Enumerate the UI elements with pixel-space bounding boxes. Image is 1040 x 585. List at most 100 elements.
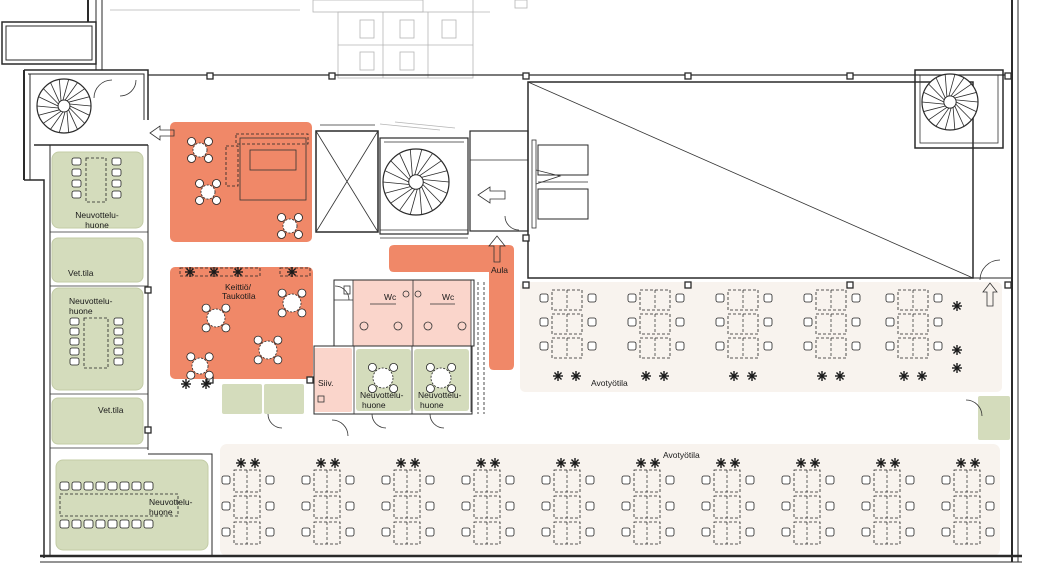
chair bbox=[345, 501, 355, 511]
chair bbox=[825, 501, 835, 511]
plant-icon bbox=[556, 458, 566, 468]
arrow-left-icon bbox=[477, 186, 506, 204]
column bbox=[144, 426, 152, 434]
plant-icon bbox=[952, 363, 962, 373]
round-table-layer bbox=[186, 137, 457, 394]
stair-step bbox=[69, 107, 85, 124]
round-chair bbox=[367, 384, 377, 394]
desk-layer bbox=[233, 289, 981, 545]
stair-step bbox=[421, 170, 448, 178]
round-chair bbox=[221, 303, 231, 313]
plant-icon bbox=[476, 458, 486, 468]
arrow-up-icon bbox=[982, 282, 998, 307]
direction-arrow-layer bbox=[149, 125, 998, 307]
stair-step bbox=[58, 111, 66, 133]
round-chair bbox=[187, 154, 196, 163]
chair bbox=[541, 475, 551, 485]
round-chair bbox=[277, 213, 286, 222]
plant-leaf bbox=[956, 301, 962, 307]
stair-step bbox=[944, 107, 952, 130]
room-label-lobby: Aula bbox=[491, 265, 508, 275]
round-chair bbox=[447, 384, 457, 394]
plant-leaf bbox=[814, 458, 820, 464]
chair bbox=[461, 501, 471, 511]
column bbox=[1004, 72, 1012, 80]
chair bbox=[941, 527, 951, 537]
plant-icon bbox=[490, 458, 500, 468]
chair bbox=[851, 341, 861, 351]
plant-layer bbox=[181, 267, 980, 468]
room-label-meeting-3: Neuvottelu-huone bbox=[149, 497, 193, 517]
chair bbox=[425, 501, 435, 511]
chair bbox=[71, 190, 82, 199]
stair-step bbox=[955, 99, 979, 103]
chair bbox=[675, 317, 685, 327]
stair-step bbox=[36, 105, 59, 109]
plant-icon bbox=[233, 267, 243, 277]
stair-step bbox=[928, 83, 945, 101]
chair bbox=[587, 293, 597, 303]
stair-step bbox=[384, 170, 409, 183]
round-chair bbox=[204, 352, 214, 362]
chair bbox=[71, 481, 82, 491]
chair bbox=[825, 527, 835, 537]
chair bbox=[131, 519, 142, 529]
plant-leaf bbox=[237, 267, 243, 273]
chair bbox=[941, 501, 951, 511]
chair bbox=[69, 327, 80, 336]
room-label-wc-1: Wc bbox=[384, 292, 397, 302]
plant-icon bbox=[716, 458, 726, 468]
room-label-meeting-2: Neuvottelu-huone bbox=[69, 296, 113, 316]
chair bbox=[933, 293, 943, 303]
plant-leaf bbox=[254, 458, 260, 464]
chair bbox=[265, 501, 275, 511]
column bbox=[522, 234, 530, 242]
round-chair bbox=[277, 230, 286, 239]
chair bbox=[905, 527, 915, 537]
chair bbox=[301, 475, 311, 485]
plant-leaf bbox=[751, 371, 757, 377]
room-label-meeting-5: Neuvottelu-huone bbox=[418, 390, 462, 410]
round-table bbox=[191, 357, 209, 375]
chair bbox=[781, 501, 791, 511]
meeting-room-3-zone bbox=[55, 459, 209, 551]
round-chair bbox=[297, 288, 307, 298]
plant-icon bbox=[201, 379, 211, 389]
chair bbox=[425, 527, 435, 537]
chair bbox=[113, 357, 124, 366]
chair bbox=[985, 475, 995, 485]
stair-step bbox=[954, 105, 965, 127]
chair bbox=[587, 317, 597, 327]
plant-leaf bbox=[903, 371, 909, 377]
plant-leaf bbox=[560, 458, 566, 464]
chair bbox=[381, 527, 391, 537]
plant-leaf bbox=[894, 458, 900, 464]
room-label-open-office-2: Avotyötila bbox=[663, 450, 700, 460]
plant-leaf bbox=[185, 379, 191, 385]
round-chair bbox=[389, 362, 399, 372]
stair-step bbox=[58, 79, 62, 101]
round-chair bbox=[294, 230, 303, 239]
stair-step bbox=[50, 111, 64, 130]
stair-step bbox=[952, 83, 972, 97]
chair bbox=[113, 347, 124, 356]
plant-leaf bbox=[839, 371, 845, 377]
round-table bbox=[258, 340, 278, 360]
chair bbox=[627, 293, 637, 303]
room-label-kitchen: Keittiö/Taukotila bbox=[222, 282, 256, 301]
plant-icon bbox=[659, 371, 669, 381]
stair-step bbox=[928, 107, 948, 121]
chair bbox=[119, 519, 130, 529]
plant-icon bbox=[952, 345, 962, 355]
chair bbox=[621, 475, 631, 485]
round-chair bbox=[204, 137, 213, 146]
stair-step bbox=[955, 103, 972, 121]
plant-leaf bbox=[575, 371, 581, 377]
wc-fixture-layer bbox=[317, 285, 467, 403]
wc-zone bbox=[353, 280, 471, 346]
lobby-zone bbox=[389, 245, 514, 370]
round-table bbox=[282, 293, 302, 313]
column bbox=[206, 72, 214, 80]
chair bbox=[71, 179, 82, 188]
